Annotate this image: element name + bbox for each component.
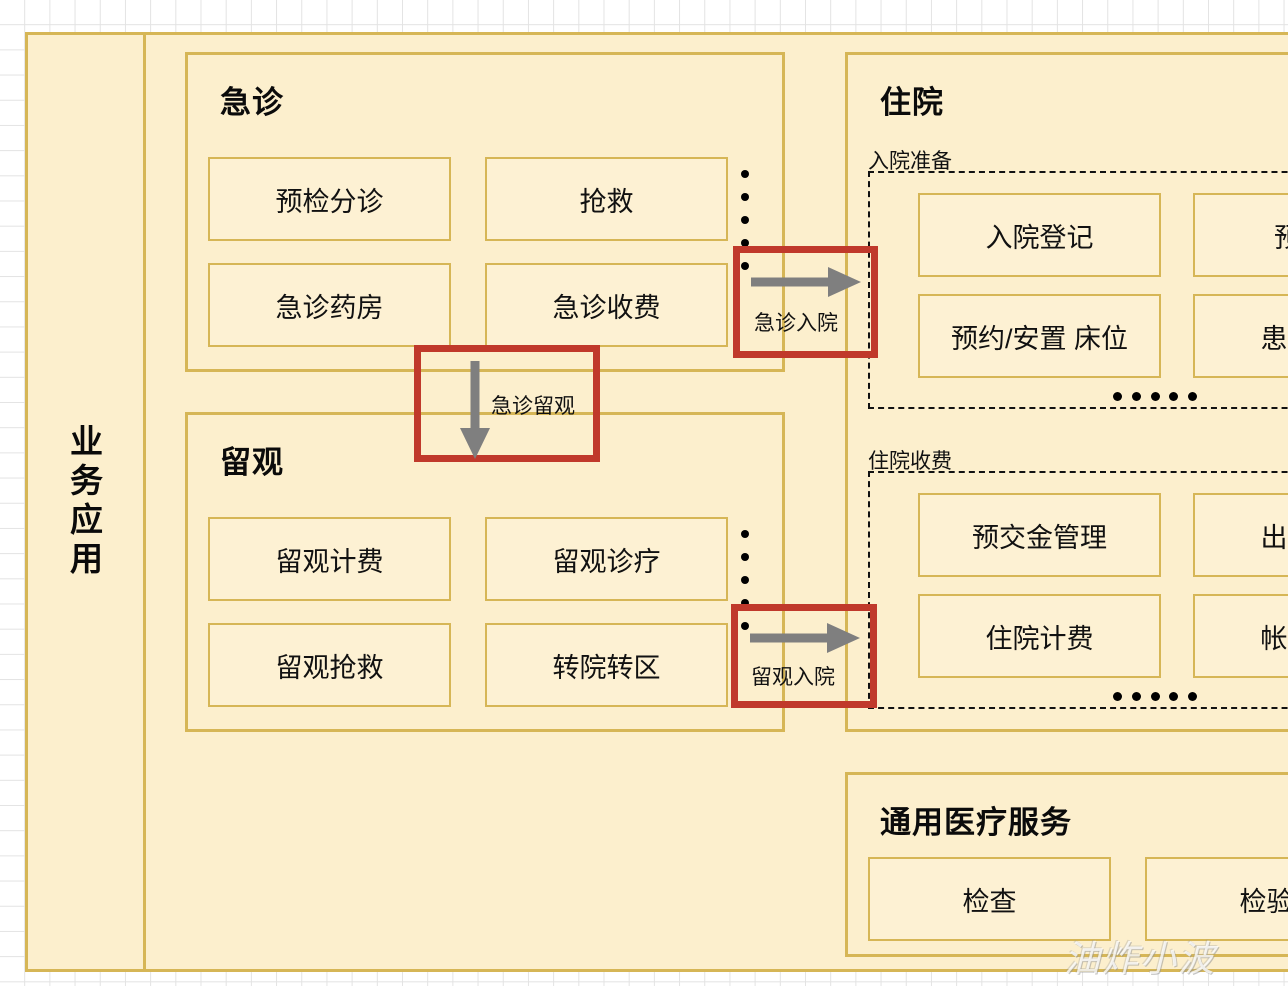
leaf-admission-patient-care[interactable]: 患者护理 xyxy=(1193,294,1288,378)
panel-general-medical-title: 通用医疗服务 xyxy=(880,805,1072,840)
leaf-billing-deposit-management[interactable]: 预交金管理 xyxy=(918,493,1161,577)
dot xyxy=(741,599,749,607)
leaf-examination[interactable]: 检查 xyxy=(868,857,1111,941)
annotation-emergency-admission-label: 急诊入院 xyxy=(754,312,838,335)
leaf-observation-transfer[interactable]: 转院转区 xyxy=(485,623,728,707)
dot xyxy=(1169,391,1179,401)
dot xyxy=(1113,691,1122,701)
down-arrow-icon xyxy=(460,361,490,459)
dot xyxy=(1113,391,1122,401)
group-inpatient-billing xyxy=(868,471,1288,709)
observation-ellipsis-dots xyxy=(740,530,750,630)
dot xyxy=(741,553,749,561)
leaf-observation-rescue[interactable]: 留观抢救 xyxy=(208,623,451,707)
dot xyxy=(741,216,749,224)
dot xyxy=(741,622,749,630)
admission-prep-ellipsis-dots xyxy=(1113,391,1197,401)
dot xyxy=(1188,691,1197,701)
panel-inpatient[interactable]: 住院 入院准备 入院登记 预交金 预约/安置 床位 患者护理 住院收费 预交金管… xyxy=(845,52,1288,732)
dot xyxy=(741,193,749,201)
leaf-emergency-rescue[interactable]: 抢救 xyxy=(485,157,728,241)
panel-observation-title: 留观 xyxy=(220,445,284,480)
leaf-billing-account-page[interactable]: 帐页管理 xyxy=(1193,594,1288,678)
leaf-admission-deposit[interactable]: 预交金 xyxy=(1193,193,1288,277)
group-label-inpatient-billing: 住院收费 xyxy=(868,450,952,473)
leaf-admission-bed-assignment[interactable]: 预约/安置 床位 xyxy=(918,294,1161,378)
leaf-billing-discharge-settlement[interactable]: 出院结算 xyxy=(1193,493,1288,577)
dot xyxy=(1169,691,1179,701)
leaf-emergency-triage[interactable]: 预检分诊 xyxy=(208,157,451,241)
dot xyxy=(741,530,749,538)
annotation-observation-admission-label: 留观入院 xyxy=(751,666,835,689)
dot xyxy=(1188,391,1197,401)
panel-observation[interactable]: 留观 留观计费 留观诊疗 留观抢救 转院转区 xyxy=(185,412,785,732)
leaf-observation-billing[interactable]: 留观计费 xyxy=(208,517,451,601)
group-label-admission-prep: 入院准备 xyxy=(868,150,952,173)
panel-emergency[interactable]: 急诊 预检分诊 抢救 急诊药房 急诊收费 xyxy=(185,52,785,372)
inpatient-billing-ellipsis-dots xyxy=(1113,691,1197,701)
leaf-observation-treatment[interactable]: 留观诊疗 xyxy=(485,517,728,601)
leaf-laboratory-test[interactable]: 检验 xyxy=(1145,857,1288,941)
leaf-emergency-billing[interactable]: 急诊收费 xyxy=(485,263,728,347)
annotation-emergency-observation[interactable]: 急诊留观 xyxy=(414,345,600,462)
leaf-admission-registration[interactable]: 入院登记 xyxy=(918,193,1161,277)
right-arrow-icon xyxy=(750,623,860,653)
group-admission-prep xyxy=(868,171,1288,409)
dot xyxy=(1150,691,1160,701)
panel-inpatient-title: 住院 xyxy=(880,85,944,120)
dot xyxy=(741,170,749,178)
annotation-emergency-admission[interactable]: 急诊入院 xyxy=(733,246,878,358)
dot xyxy=(1131,691,1141,701)
annotation-observation-admission[interactable]: 留观入院 xyxy=(731,604,877,708)
panel-general-medical-services[interactable]: 通用医疗服务 检查 检验 xyxy=(845,772,1288,957)
emergency-ellipsis-dots xyxy=(740,170,750,270)
panel-emergency-title: 急诊 xyxy=(220,85,284,120)
dot xyxy=(741,262,749,270)
dot xyxy=(741,239,749,247)
right-arrow-icon xyxy=(751,267,861,297)
leaf-emergency-pharmacy[interactable]: 急诊药房 xyxy=(208,263,451,347)
dot xyxy=(741,576,749,584)
annotation-emergency-observation-label: 急诊留观 xyxy=(491,395,575,418)
sidebar-label: 业务应用 xyxy=(65,424,103,580)
dot xyxy=(1131,391,1141,401)
leaf-billing-inpatient-charges[interactable]: 住院计费 xyxy=(918,594,1161,678)
sidebar-business-application[interactable]: 业务应用 xyxy=(25,32,146,972)
dot xyxy=(1150,391,1160,401)
